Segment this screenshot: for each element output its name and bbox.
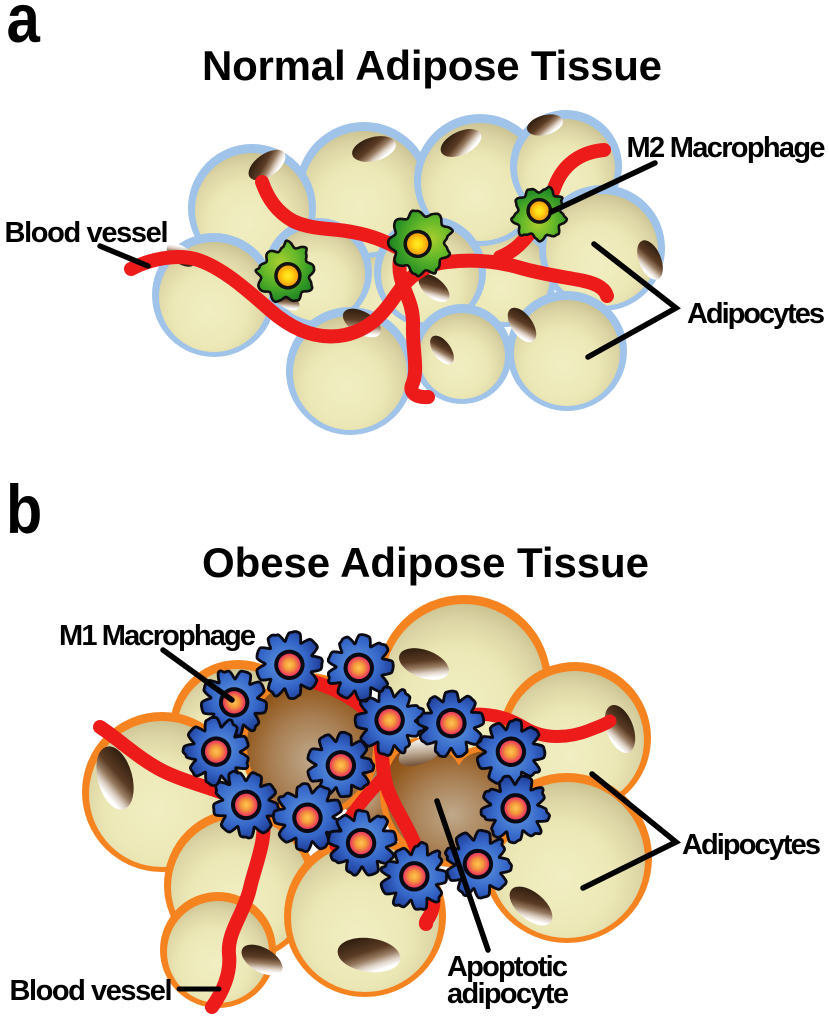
svg-text:Obese Adipose Tissue: Obese Adipose Tissue [202,539,649,586]
svg-text:Normal Adipose Tissue: Normal Adipose Tissue [202,42,662,89]
svg-text:Adipocytes: Adipocytes [687,298,825,330]
svg-text:M1 Macrophage: M1 Macrophage [59,620,256,652]
svg-text:Blood vessel: Blood vessel [5,217,169,249]
svg-text:M2 Macrophage: M2 Macrophage [627,132,826,164]
svg-text:Adipocytes: Adipocytes [682,829,821,861]
svg-text:Blood vessel: Blood vessel [10,975,173,1007]
svg-text:Apoptotic: Apoptotic [447,951,568,983]
svg-text:adipocyte: adipocyte [447,978,569,1010]
svg-text:b: b [6,471,42,548]
svg-text:a: a [7,0,41,57]
